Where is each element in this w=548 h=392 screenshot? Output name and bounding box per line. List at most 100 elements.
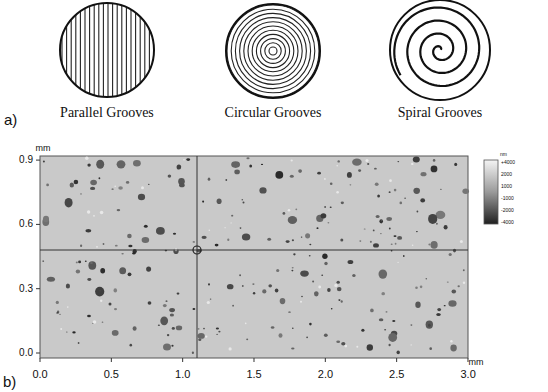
groove-line (94, 0, 95, 100)
pit (391, 244, 393, 245)
groove-ring (244, 22, 302, 80)
pit (114, 288, 118, 292)
pit (66, 283, 70, 288)
pit (126, 181, 129, 184)
pit (148, 184, 150, 185)
pit (417, 211, 419, 213)
pit (276, 269, 279, 272)
pit (216, 328, 219, 330)
bar-value: -4000 (501, 220, 514, 225)
pit (121, 253, 123, 255)
peak (87, 210, 90, 213)
pit (384, 329, 386, 330)
groove-ring (231, 9, 315, 93)
pit (171, 345, 173, 347)
pit (395, 243, 397, 245)
pit (367, 344, 373, 350)
groove-line (84, 0, 85, 100)
groove-line (61, 0, 62, 100)
peak (288, 209, 291, 212)
pit (324, 262, 327, 266)
pit (119, 267, 126, 274)
pit (280, 298, 286, 304)
pit (112, 330, 119, 336)
pit (133, 160, 141, 167)
peak (291, 159, 293, 161)
axis-ticks (36, 160, 468, 362)
pit (458, 285, 460, 287)
tick (111, 358, 112, 362)
pit (202, 201, 204, 203)
pit (413, 157, 420, 163)
pit (370, 309, 374, 313)
axis-unit: mm (469, 358, 484, 367)
tick (36, 353, 40, 354)
pit (275, 288, 279, 292)
pit (166, 300, 168, 302)
pit (328, 222, 330, 223)
pit (428, 214, 437, 224)
tick (40, 358, 41, 362)
pit (292, 267, 294, 269)
pit (361, 329, 364, 332)
pit (283, 212, 286, 215)
groove-line (112, 0, 113, 100)
pit (208, 283, 210, 285)
pit (440, 189, 442, 190)
pit (377, 195, 380, 198)
groove-line (98, 0, 99, 100)
pit (426, 320, 433, 328)
pit (298, 169, 302, 173)
groove-ring (240, 18, 307, 85)
pit (232, 305, 234, 307)
axis-unit: mm (36, 144, 51, 153)
pit (429, 347, 432, 350)
pit (330, 183, 333, 185)
pit (57, 311, 59, 314)
pit (275, 171, 283, 179)
pit (90, 262, 93, 264)
pit (216, 334, 218, 335)
pit (163, 304, 167, 307)
peak (336, 165, 338, 167)
pit (70, 183, 74, 188)
pit (428, 324, 431, 327)
peak (344, 345, 347, 348)
pit (352, 274, 355, 277)
axis-number: 1.5 (246, 369, 261, 380)
peak (324, 178, 326, 180)
pit (358, 169, 361, 172)
pit (138, 194, 145, 200)
groove-line (80, 0, 81, 100)
pit (314, 291, 319, 296)
pit (117, 209, 121, 211)
pit (381, 292, 385, 295)
pit (227, 239, 229, 241)
pit (290, 175, 294, 178)
peak (450, 340, 452, 342)
pit (271, 326, 275, 328)
peak (114, 186, 116, 188)
groove-ring (261, 39, 286, 64)
pit (389, 344, 391, 346)
pit (373, 243, 379, 247)
groove-ring (269, 47, 277, 55)
axis-number: 1.0 (175, 369, 190, 380)
pit (317, 172, 321, 175)
pit (436, 313, 440, 316)
groove-ring (256, 34, 289, 67)
pit (397, 236, 402, 240)
pit (142, 237, 150, 243)
bar-unit: nm (500, 152, 507, 157)
pit (246, 339, 248, 341)
surface-pits (42, 157, 469, 355)
pit (239, 274, 241, 276)
pit (85, 261, 87, 262)
pit (286, 240, 290, 243)
peak (225, 227, 226, 228)
tick (36, 288, 40, 289)
pit (146, 267, 151, 272)
peak (438, 312, 439, 313)
groove-line (130, 0, 131, 100)
